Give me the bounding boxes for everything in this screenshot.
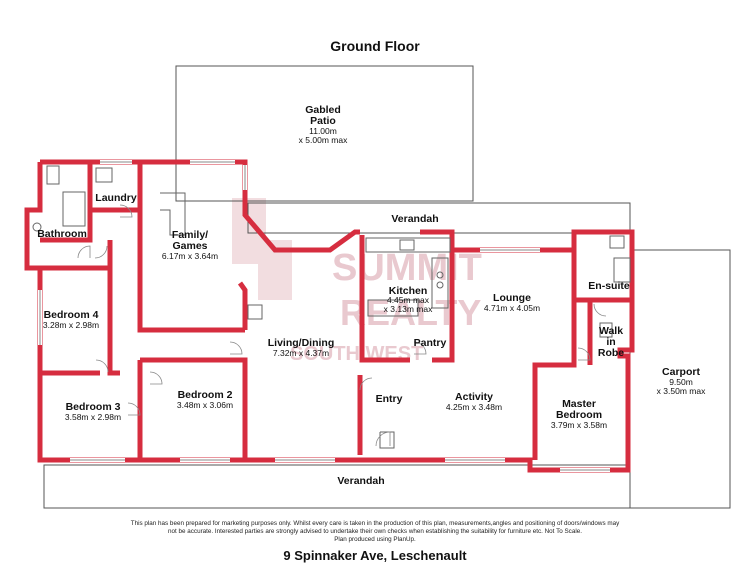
disclaimer-line3: Plan produced using PlanUp.	[334, 536, 416, 543]
door-pantry	[413, 341, 427, 355]
disclaimer: This plan has been prepared for marketin…	[95, 520, 655, 544]
living-appliance	[247, 304, 263, 320]
bedroom2-name: Bedroom 2	[178, 389, 233, 401]
shower	[62, 191, 86, 227]
verandah-top-name: Verandah	[391, 213, 438, 225]
lounge-name: Lounge	[493, 292, 531, 304]
living-name: Living/Dining	[268, 337, 335, 349]
family-wall	[140, 159, 360, 253]
family-name2: Games	[172, 240, 207, 252]
toilet-icon	[46, 165, 60, 185]
walls	[24, 159, 635, 473]
verandah-bottom-outline	[43, 464, 631, 509]
bedroom3-dims: 3.58m x 2.98m	[65, 412, 121, 422]
robe-name3: Robe	[598, 347, 624, 359]
family-name1: Family/	[172, 229, 208, 241]
ensuite-name: En-suite	[588, 280, 630, 292]
activity-dims: 4.25m x 3.48m	[446, 402, 502, 412]
kitchen-bench-side	[431, 257, 449, 309]
door-front	[375, 431, 391, 447]
north-west-wall	[40, 159, 245, 333]
door-bed2	[149, 371, 163, 385]
bed2-north-wall	[140, 357, 248, 460]
patio-name2: Patio	[310, 115, 336, 127]
floor-title: Ground Floor	[330, 38, 420, 54]
bedroom4-dims: 3.28m x 2.98m	[43, 320, 99, 330]
door-bed3	[127, 402, 141, 416]
bedroom4-name: Bedroom 4	[44, 309, 99, 321]
room-labels: Gabled Patio 11.00m x 5.00m max Laundry …	[37, 104, 706, 487]
verandah-bottom-name: Verandah	[337, 475, 384, 487]
door-master	[577, 347, 591, 361]
cooktop-icon-b	[436, 281, 444, 289]
family-living-wall	[237, 281, 248, 330]
cooktop-icon	[436, 271, 444, 279]
kitchen-bench	[365, 237, 451, 253]
ensuite-shower	[613, 257, 631, 283]
patio-dim1: 11.00m	[309, 126, 337, 136]
laundry-name: Laundry	[95, 192, 137, 204]
entry-name: Entry	[376, 393, 403, 405]
robe-toilet-icon	[599, 322, 613, 338]
patio-dim2: x 5.00m max	[299, 135, 348, 145]
disclaimer-line1: This plan has been prepared for marketin…	[130, 520, 620, 527]
kitchen-wall-west	[359, 235, 410, 363]
master-name2: Bedroom	[556, 409, 602, 421]
pantry-name: Pantry	[414, 337, 447, 349]
door-entry-inner	[359, 377, 373, 391]
watermark-line1: SUMMIT	[332, 247, 482, 289]
lounge-master-wall	[532, 250, 577, 460]
laundry-tub	[95, 167, 113, 183]
robe-name2: in	[606, 336, 615, 348]
kitchen-lounge-wall	[432, 250, 455, 363]
patio-outline	[175, 65, 474, 202]
master-dims: 3.79m x 3.58m	[551, 420, 607, 430]
bed4-east-wall	[107, 240, 120, 376]
carport-dim2: x 3.50m max	[657, 386, 706, 396]
carport-dim1: 9.50m	[669, 377, 693, 387]
disclaimer-line2: not be accurate. Interested parties are …	[168, 528, 582, 535]
kitchen-sink	[399, 239, 415, 251]
ensuite-toilet-icon	[609, 235, 625, 249]
bedroom2-dims: 3.48m x 3.06m	[177, 400, 233, 410]
kitchen-island	[367, 299, 419, 317]
door-swings	[77, 204, 607, 447]
kitchen-dim1: 4.45m max	[387, 295, 430, 305]
carport-name: Carport	[662, 366, 700, 378]
patio-name1: Gabled	[305, 104, 341, 116]
fixtures	[32, 165, 631, 449]
activity-name: Activity	[455, 391, 493, 403]
living-dims: 7.32m x 4.37m	[273, 348, 329, 358]
family-dims: 6.17m x 3.64m	[162, 251, 218, 261]
bathroom-name: Bathroom	[37, 228, 87, 240]
kitchen-dim2: x 3.13m max	[384, 304, 433, 314]
kitchen-name: Kitchen	[389, 285, 428, 297]
bathroom-wall	[40, 162, 93, 243]
door-living	[229, 341, 243, 355]
door-bed4-b	[95, 359, 109, 373]
door-bathroom	[77, 245, 91, 259]
family-bench	[160, 192, 186, 236]
verandah-top-outline	[247, 202, 631, 234]
floor-plan: SUMMIT REALTY SOUTH WEST	[24, 65, 731, 509]
door-laundry	[119, 204, 133, 218]
door-bed4	[94, 245, 108, 259]
master-name1: Master	[562, 398, 596, 410]
door-robe	[593, 303, 607, 317]
window-glass	[39, 161, 610, 471]
robe-name1: Walk	[599, 325, 623, 337]
lounge-dims: 4.71m x 4.05m	[484, 303, 540, 313]
bedroom3-name: Bedroom 3	[66, 401, 121, 413]
basin-icon	[32, 222, 42, 232]
property-address: 9 Spinnaker Ave, Leschenault	[283, 548, 467, 563]
